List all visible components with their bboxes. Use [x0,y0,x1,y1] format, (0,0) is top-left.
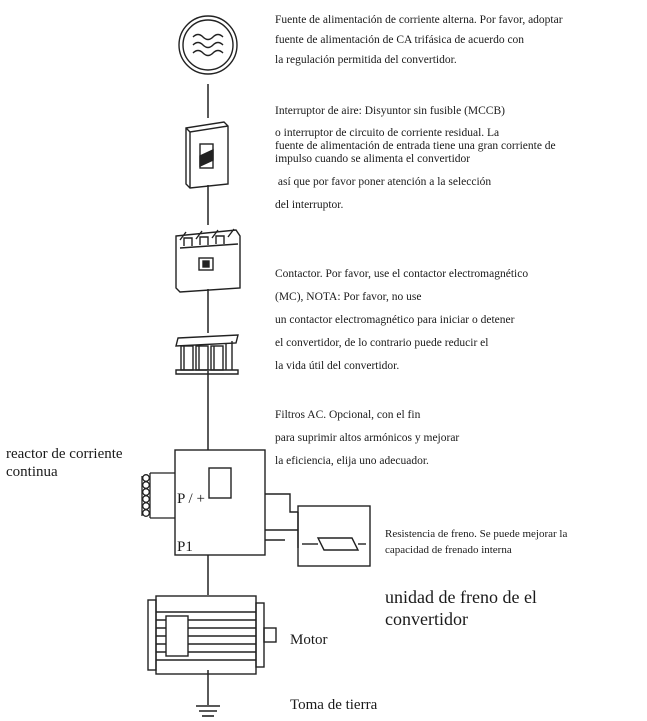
contactor-note-line: (MC), NOTA: Por favor, no use [275,291,422,303]
ac-filter-note: Filtros AC. Opcional, con el fin para su… [275,404,459,473]
breaker-note-line: impulso cuando se alimenta el convertido… [275,153,471,165]
ac-filter-note-line: Filtros AC. Opcional, con el fin [275,409,421,421]
breaker-note: Interruptor de aire: Disyuntor sin fusib… [275,105,556,212]
filter-icon [175,334,239,375]
dc-reactor-note: reactor de corriente continua [6,445,123,481]
contactor-note-line: un contactor electromagnético para inici… [275,314,515,326]
motor-label: Motor [290,632,328,648]
contactor-note: Contactor. Por favor, use el contactor e… [275,263,528,378]
brake-resistor-note-line: Resistencia de freno. Se puede mejorar l… [385,528,568,540]
dc-reactor-icon [141,472,175,519]
breaker-note-line: o interruptor de circuito de corriente r… [275,127,500,139]
terminal-p1: P1 [177,539,193,555]
contactor-note-line: el convertidor, de lo contrario puede re… [275,337,489,349]
terminal-p-plus: P / + [177,491,205,507]
ac-source-icon [178,15,238,75]
ac-source-note-line: Fuente de alimentación de corriente alte… [275,14,563,26]
breaker-note-line: así que por favor poner atención a la se… [275,176,492,188]
breaker-icon [185,121,229,189]
dc-reactor-note-line: reactor de corriente [6,446,123,462]
inverter-icon [174,449,266,556]
brake-resistor-note: Resistencia de freno. Se puede mejorar l… [385,526,567,558]
ac-source-note: Fuente de alimentación de corriente alte… [275,10,563,70]
brake-resistor-icon [265,493,371,567]
ac-filter-note-line: para suprimir altos armónicos y mejorar [275,432,460,444]
contactor-note-line: la vida útil del convertidor. [275,360,400,372]
brake-unit-note-line: unidad de freno de el [385,587,537,607]
ground-icon [196,705,220,717]
ground-label: Toma de tierra [290,697,378,713]
dc-reactor-note-line: continua [6,464,58,480]
brake-unit-note: unidad de freno de el convertidor [385,586,537,630]
contactor-note-line: Contactor. Por favor, use el contactor e… [275,268,529,280]
contactor-icon [175,228,241,293]
ac-source-note-line: fuente de alimentación de CA trifásica d… [275,34,525,46]
breaker-note-line: fuente de alimentación de entrada tiene … [275,140,556,152]
ac-filter-note-line: la eficiencia, elija uno adecuador. [275,455,429,467]
breaker-note-line: Interruptor de aire: Disyuntor sin fusib… [275,105,505,117]
breaker-note-line: del interruptor. [275,199,344,211]
motor-icon [147,595,277,675]
brake-resistor-note-line: capacidad de frenado interna [385,544,512,556]
ac-source-note-line: la regulación permitida del convertidor. [275,54,457,66]
brake-unit-note-line: convertidor [385,609,468,629]
